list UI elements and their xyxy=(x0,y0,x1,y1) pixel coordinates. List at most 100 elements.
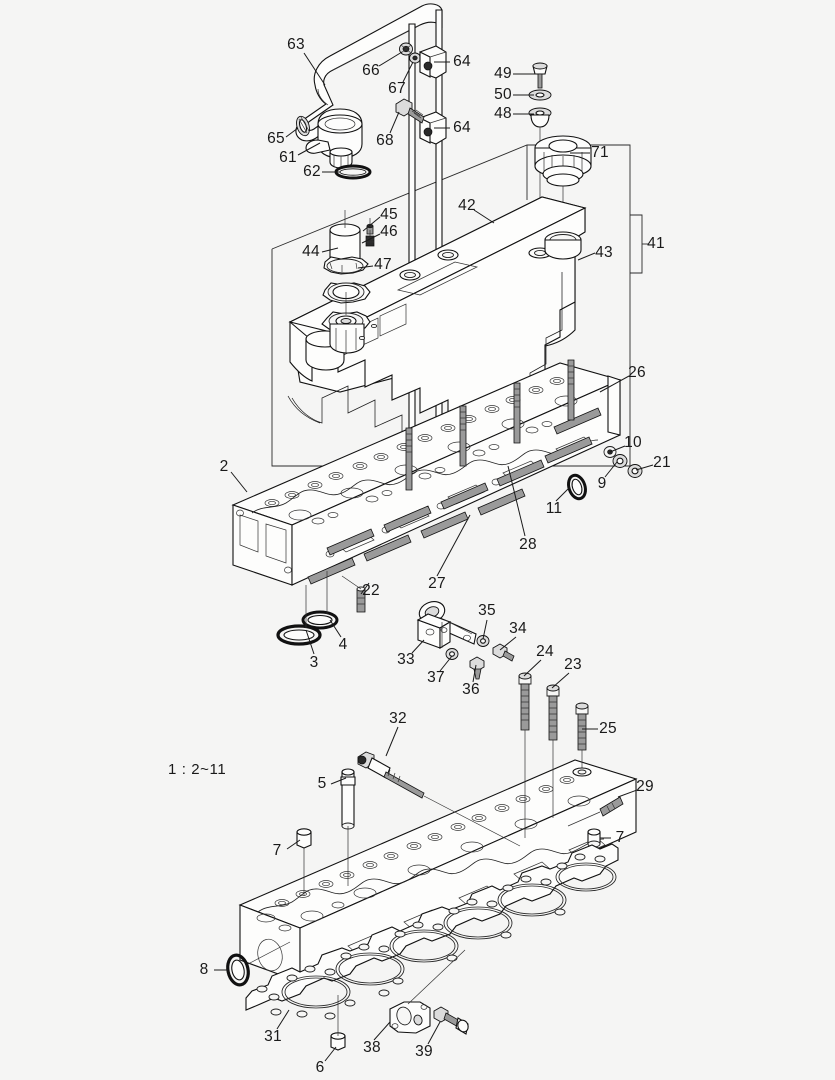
washer-37 xyxy=(445,648,459,660)
callout-label-38-thermostat-cover[interactable]: 38 xyxy=(363,1039,381,1056)
bolt-36 xyxy=(469,656,485,680)
callout-label-3-oring-large[interactable]: 3 xyxy=(310,654,319,671)
callout-label-39-banjo-bolt[interactable]: 39 xyxy=(415,1043,433,1060)
banjo-bolt-39 xyxy=(433,1006,469,1035)
head-bolt-23 xyxy=(546,684,560,818)
glow-plug-32 xyxy=(357,751,425,799)
callout-label-8-oring-seal[interactable]: 8 xyxy=(200,961,209,978)
callout-label-49-cover-bolt[interactable]: 49 xyxy=(494,65,512,82)
head-gasket-31 xyxy=(245,843,619,1020)
leader-line xyxy=(329,619,342,638)
leader-line xyxy=(321,247,339,253)
callout-label-2-cylinder-head[interactable]: 2 xyxy=(220,458,229,475)
leader-line xyxy=(427,1021,441,1045)
leader-line xyxy=(411,639,425,654)
callout-label-25-head-bolt-short[interactable]: 25 xyxy=(599,720,617,737)
callout-label-27-stud[interactable]: 27 xyxy=(428,575,446,592)
oil-filler-cap-71 xyxy=(534,135,592,187)
plug-6 xyxy=(330,1032,346,1051)
callout-label-43-valve-cover-gasket[interactable]: 43 xyxy=(595,244,613,261)
callout-label-26-stud-bolt[interactable]: 26 xyxy=(628,364,646,381)
leader-line xyxy=(635,464,654,471)
oring-11 xyxy=(567,473,587,501)
callout-label-9-seal-washer[interactable]: 9 xyxy=(598,475,607,492)
stud-29 xyxy=(599,796,624,817)
washer-67 xyxy=(409,52,421,64)
callout-label-64-pipe-clamp[interactable]: 64 xyxy=(453,119,471,136)
washer-21 xyxy=(627,464,643,478)
breather-base-housing xyxy=(321,311,378,354)
callout-label-68-pipe-clamp-bolt[interactable]: 68 xyxy=(376,132,394,149)
callout-label-7-plug[interactable]: 7 xyxy=(273,842,282,859)
leader-line xyxy=(362,216,381,232)
breather-body-44 xyxy=(323,223,369,275)
leader-line xyxy=(472,664,477,683)
bracket-33 xyxy=(416,601,477,649)
leader-line xyxy=(305,629,315,655)
head-bolt-25 xyxy=(572,702,592,777)
callout-label-28-stud[interactable]: 28 xyxy=(519,536,537,553)
callout-label-5-valve-guide[interactable]: 5 xyxy=(318,775,327,792)
callout-label-31-head-gasket[interactable]: 31 xyxy=(264,1028,282,1045)
cylinder-head-2 xyxy=(231,362,622,586)
callout-label-66-breather-hose[interactable]: 66 xyxy=(362,62,380,79)
callout-label-45-breather-valve-pin[interactable]: 45 xyxy=(380,206,398,223)
leader-line xyxy=(324,1046,337,1062)
washer-50 xyxy=(528,89,552,101)
leader-line xyxy=(577,252,596,261)
callout-label-29-stud-bolt-long[interactable]: 29 xyxy=(636,778,654,795)
washer-35 xyxy=(476,635,490,647)
callout-label-33-bracket[interactable]: 33 xyxy=(397,651,415,668)
callout-label-63-breather-hose[interactable]: 63 xyxy=(287,36,305,53)
oring-8 xyxy=(226,953,250,987)
callout-label-62-oil-filler-oring[interactable]: 62 xyxy=(303,163,321,180)
head-bolt-24 xyxy=(518,672,532,838)
callout-label-64-pipe-clamp[interactable]: 64 xyxy=(453,53,471,70)
leader-line xyxy=(604,461,618,478)
callout-label-11-oring[interactable]: 11 xyxy=(546,500,563,517)
leader-line xyxy=(230,471,248,493)
callout-label-7-plug[interactable]: 7 xyxy=(616,829,625,846)
callout-label-37-washer-small[interactable]: 37 xyxy=(427,669,445,686)
callout-label-23-head-bolt[interactable]: 23 xyxy=(564,656,582,673)
studs-group xyxy=(307,359,602,585)
callout-label-10-nut[interactable]: 10 xyxy=(624,434,642,451)
hose-clamp-65 xyxy=(296,115,310,137)
leader-line xyxy=(402,61,414,83)
callout-label-46-breather-valve-spring[interactable]: 46 xyxy=(380,223,398,240)
callout-label-35-washer[interactable]: 35 xyxy=(478,602,496,619)
leader-line xyxy=(276,1009,290,1030)
callout-label-22-dowel-pin[interactable]: 22 xyxy=(362,582,380,599)
callout-label-42-valve-cover[interactable]: 42 xyxy=(458,197,476,214)
plug-7-left xyxy=(296,828,312,896)
callout-label-4-oring-small[interactable]: 4 xyxy=(339,636,348,653)
leader-line xyxy=(555,486,571,502)
leader-line xyxy=(378,51,403,67)
scale-note: 1 : 2~11 xyxy=(168,761,226,778)
callout-label-24-head-bolt-long[interactable]: 24 xyxy=(536,643,554,660)
callout-label-36-bolt-small[interactable]: 36 xyxy=(462,681,480,698)
callout-label-6-plug-small[interactable]: 6 xyxy=(316,1059,325,1076)
callout-label-32-glow-plug[interactable]: 32 xyxy=(389,710,407,727)
leader-line xyxy=(330,777,347,785)
callout-label-34-bolt[interactable]: 34 xyxy=(509,620,527,637)
callout-label-61-oil-filler[interactable]: 61 xyxy=(279,149,297,166)
leader-line xyxy=(482,619,488,640)
leader-line xyxy=(360,582,370,595)
callout-label-44-breather-body[interactable]: 44 xyxy=(302,243,320,260)
callout-label-21-washer[interactable]: 21 xyxy=(653,454,671,471)
pipe-clamp-64-lower xyxy=(419,111,447,145)
callout-label-48-cover-seal-washer[interactable]: 48 xyxy=(494,105,512,122)
callout-label-65-hose-clamp[interactable]: 65 xyxy=(267,130,285,147)
callout-label-71-oil-filler-cap[interactable]: 71 xyxy=(591,144,609,161)
callout-label-41-valve-cover-assy[interactable]: 41 xyxy=(647,235,665,252)
leader-line xyxy=(297,142,321,156)
leader-line xyxy=(473,209,495,224)
leader-line xyxy=(385,726,399,757)
oring-4 xyxy=(301,610,339,630)
callout-label-47-breather-diaphragm[interactable]: 47 xyxy=(374,256,392,273)
callout-label-67-breather-hose[interactable]: 67 xyxy=(388,80,406,97)
callout-label-50-cover-washer[interactable]: 50 xyxy=(494,86,512,103)
